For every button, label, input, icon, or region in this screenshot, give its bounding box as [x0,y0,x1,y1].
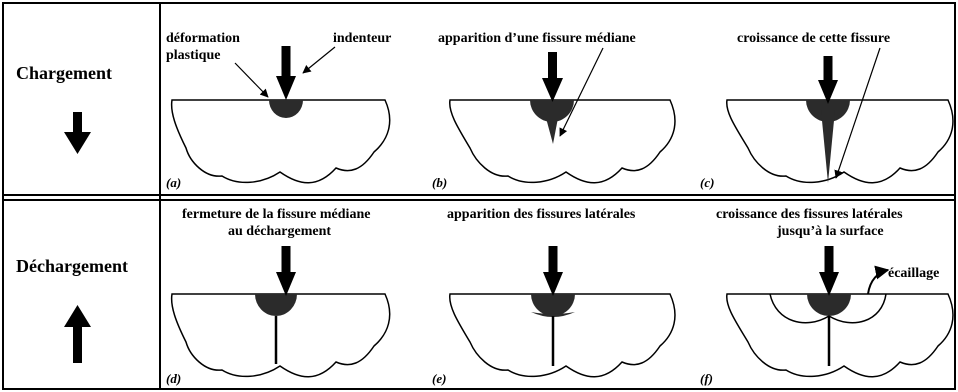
indenter-arrow-f [819,246,839,296]
panel-e: apparition des fissures latérales (e) [432,207,676,386]
pointer-median-crack-b [559,47,604,137]
label-median-crack-appearance: apparition d’une fissure médiane [438,31,636,46]
panel-tag-a: (a) [166,175,181,190]
row-label-unloading: Déchargement [16,256,128,276]
panel-b: apparition d’une fissure médiane (b) [432,31,676,190]
panel-tag-d: (d) [166,371,181,386]
label-lateral-growth-1: croissance des fissures latérales [716,207,903,222]
row-label-loading: Chargement [16,63,112,83]
label-median-crack-closure-1: fermeture de la fissure médiane [182,207,370,222]
indenter-arrow-e [543,246,563,296]
label-indenter: indenteur [333,31,391,46]
panel-tag-f: (f) [700,371,713,386]
label-spalling: écaillage [888,266,939,281]
panel-tag-c: (c) [700,175,714,190]
panel-f: croissance des fissures latérales jusqu’… [700,207,954,386]
unloading-up-arrow [64,305,91,363]
specimen-outline-a [170,99,391,184]
specimen-outline-b [449,99,676,184]
lateral-crack-left-f [769,293,830,324]
panel-tag-e: (e) [432,371,446,386]
pointer-indenter [302,46,336,74]
panel-d: fermeture de la fissure médiane au décha… [166,207,391,386]
label-median-crack-closure-2: au déchargement [228,224,331,239]
pointer-median-crack-c [834,47,881,179]
label-lateral-cracks-appearance: apparition des fissures latérales [447,207,636,222]
indenter-arrow-c [818,56,838,104]
label-crack-growth: croissance de cette fissure [737,31,890,46]
plastic-zone-f [807,294,851,316]
plastic-zone-b [530,100,574,122]
plastic-zone-d [255,294,297,316]
pointer-plastic-zone [234,62,269,98]
plastic-zone-e [531,294,575,316]
panel-tag-b: (b) [432,175,447,190]
label-plastic-deformation-1: déformation [166,31,240,46]
loading-down-arrow [64,112,91,154]
label-lateral-growth-2: jusqu’à la surface [776,224,884,239]
median-crack-c [821,110,835,183]
label-plastic-deformation-2: plastique [166,48,220,63]
lateral-crack-right-f [828,293,887,324]
specimen-outline-f [726,293,954,378]
specimen-outline-e [449,293,676,378]
specimen-outline-c [726,99,954,184]
indenter-arrow-a [276,46,296,100]
panel-c: croissance de cette fissure (c) [700,31,954,190]
indenter-arrow-b [542,52,563,102]
median-crack-b [546,118,558,144]
plastic-zone-a [269,100,303,118]
indenter-arrow-d [276,246,296,296]
lateral-cracks-e [531,312,575,317]
spalling-arrow [867,265,890,295]
panel-a: déformation plastique indenteur (a) [166,31,391,190]
specimen-outline-d [170,293,391,378]
